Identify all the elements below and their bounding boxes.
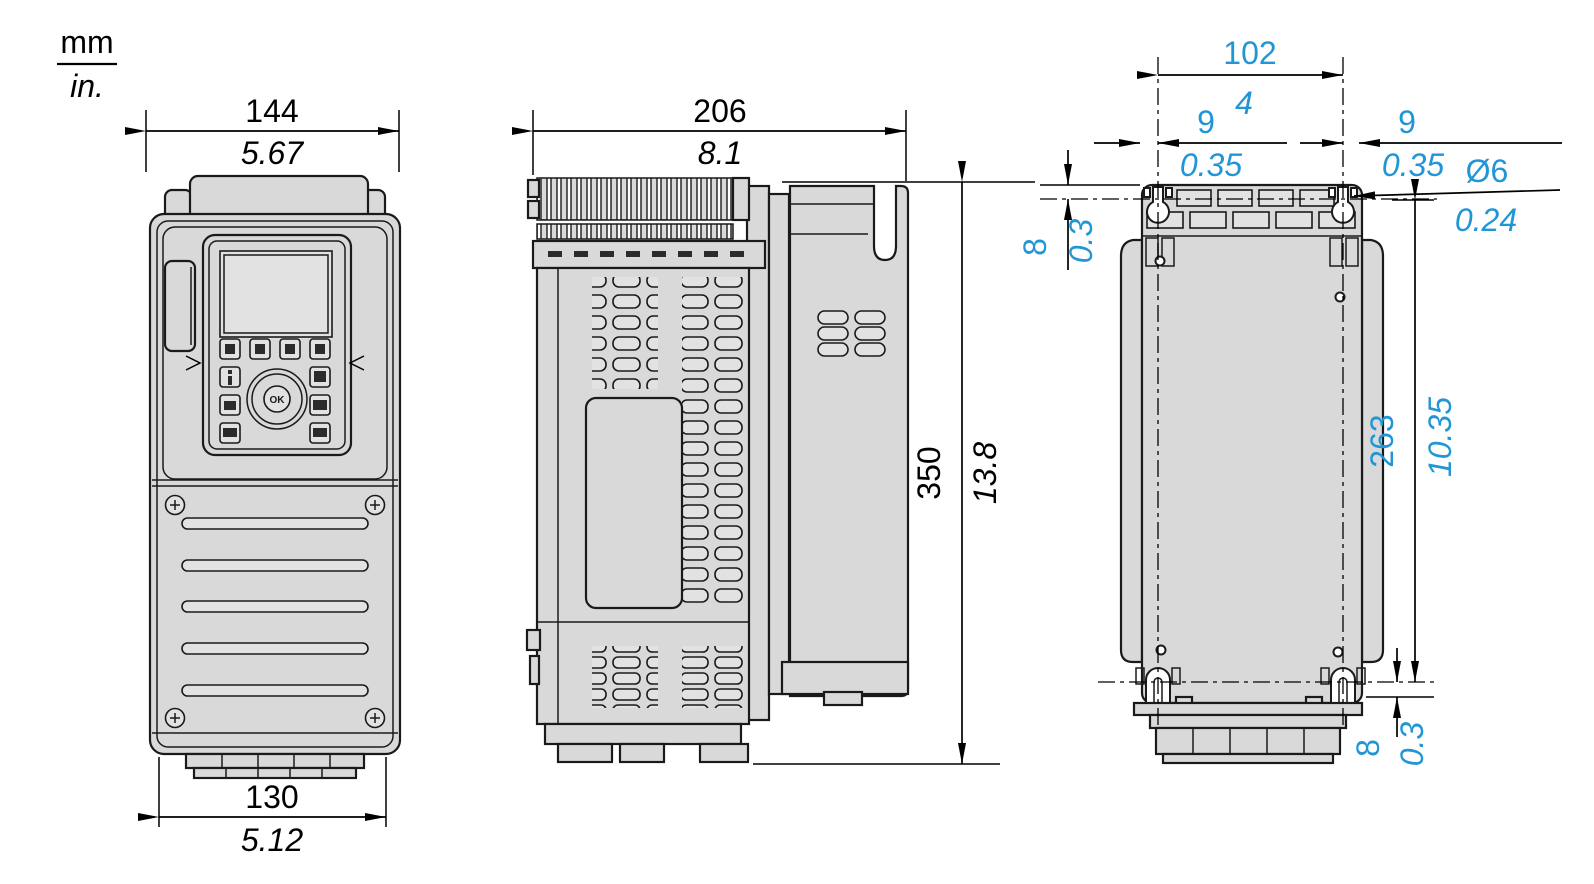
info-button	[219, 366, 241, 388]
dim-value-mm: 144	[245, 93, 298, 129]
esc-button	[309, 394, 331, 416]
dim-value-in: 4	[1235, 85, 1253, 121]
run-button	[309, 422, 331, 444]
dim-value-in: 5.12	[241, 822, 303, 858]
dim-value-in: 0.3	[1063, 219, 1099, 264]
side-vent-grids	[592, 277, 748, 708]
bottom-skirt	[543, 722, 743, 746]
cover-vent-slots	[181, 517, 369, 697]
dim-value-mm: 8	[1350, 739, 1386, 757]
dim-value-in: 8.1	[698, 135, 742, 171]
dim-value-in: 0.24	[1455, 202, 1517, 238]
mounting-flange	[788, 184, 910, 698]
dim-hole-spacing-vertical: 263 10.35	[1364, 179, 1458, 682]
dim-hole-offset-right: 9 0.35	[1300, 104, 1562, 183]
keypad-inner-line	[208, 240, 346, 450]
dim-value-mm: 9	[1398, 104, 1416, 140]
side-card-slot	[163, 259, 197, 353]
dim-overall-height: 350 13.8	[753, 161, 1035, 765]
dim-hole-spacing-horizontal: 102 4	[1137, 35, 1343, 121]
rear-view: 102 4 9 0.35 9 0.35 Ø6 0.24 8	[1017, 35, 1562, 766]
right-latch-chevron-icon	[348, 355, 365, 371]
units-legend: mm in.	[57, 24, 117, 104]
rear-bottom-terminals	[1132, 695, 1364, 765]
bottom-feet	[556, 742, 750, 764]
front-clip	[525, 628, 542, 652]
rear-sub-slots	[1145, 237, 1359, 267]
dim-hole-offset-left: 9 0.35	[1094, 104, 1287, 183]
drive-front-body: OK	[148, 174, 402, 780]
menu-button	[309, 366, 331, 388]
housing-inner-line	[156, 220, 394, 748]
dim-front-width-top: 144 5.67	[125, 93, 400, 172]
upper-section-outline	[162, 226, 388, 480]
mode-button	[219, 394, 241, 416]
dim-value-in: 5.67	[241, 135, 304, 171]
rear-plate	[767, 192, 791, 696]
left-side-wall	[1119, 238, 1144, 664]
dim-value-in: 10.35	[1422, 397, 1458, 477]
stop-button	[219, 422, 241, 444]
dim-value-in: 13.8	[967, 442, 1003, 504]
dim-value-mm: 130	[245, 779, 298, 815]
drive-side-body	[525, 176, 910, 764]
left-latch-chevron-icon	[185, 355, 202, 371]
dim-value-mm: 350	[911, 446, 947, 499]
dim-value-mm: 8	[1017, 238, 1053, 256]
heatsink-fins	[526, 176, 751, 240]
dim-value-mm: 9	[1197, 104, 1215, 140]
display-inner-line	[223, 254, 329, 334]
ok-button-label: OK	[270, 395, 286, 406]
nameplate-area	[584, 396, 684, 610]
side-view: 206 8.1	[512, 93, 1035, 765]
cover-screws	[164, 494, 386, 729]
dim-value-mm: 102	[1223, 35, 1276, 71]
dim-hole-offset-top: 8 0.3	[1017, 150, 1140, 270]
ok-dial: OK	[246, 368, 308, 430]
dim-hole-diameter: Ø6 0.24	[1353, 153, 1561, 238]
front-view: 144 5.67	[125, 93, 402, 858]
dim-value-mm: 206	[693, 93, 746, 129]
flange-vent-ovals	[817, 310, 886, 357]
drive-rear-body	[1119, 183, 1385, 765]
front-clip	[528, 654, 541, 686]
dim-value-in: 0.35	[1382, 147, 1444, 183]
rear-pilot-holes	[1154, 255, 1346, 658]
dim-hole-offset-bottom: 8 0.3	[1350, 648, 1434, 766]
centerlines	[1040, 57, 1437, 726]
function-key-row	[219, 338, 331, 360]
dim-front-width-bottom: 130 5.12	[138, 757, 387, 858]
right-side-wall	[1360, 238, 1385, 664]
dim-value-mm: Ø6	[1466, 153, 1509, 189]
top-cover-plate	[531, 239, 767, 270]
metric-unit-label: mm	[60, 24, 113, 60]
dim-side-depth: 206 8.1	[512, 93, 907, 181]
dim-value-in: 0.3	[1394, 722, 1430, 767]
dim-value-mm: 263	[1364, 414, 1400, 467]
bottom-clip	[822, 690, 864, 707]
bottom-terminals	[184, 752, 366, 780]
imperial-unit-label: in.	[70, 68, 104, 104]
bottom-bracket	[780, 660, 910, 696]
rear-panel	[1140, 183, 1364, 705]
dim-value-in: 0.35	[1180, 147, 1242, 183]
display-screen	[219, 250, 333, 338]
keypad-module: OK	[201, 233, 353, 457]
